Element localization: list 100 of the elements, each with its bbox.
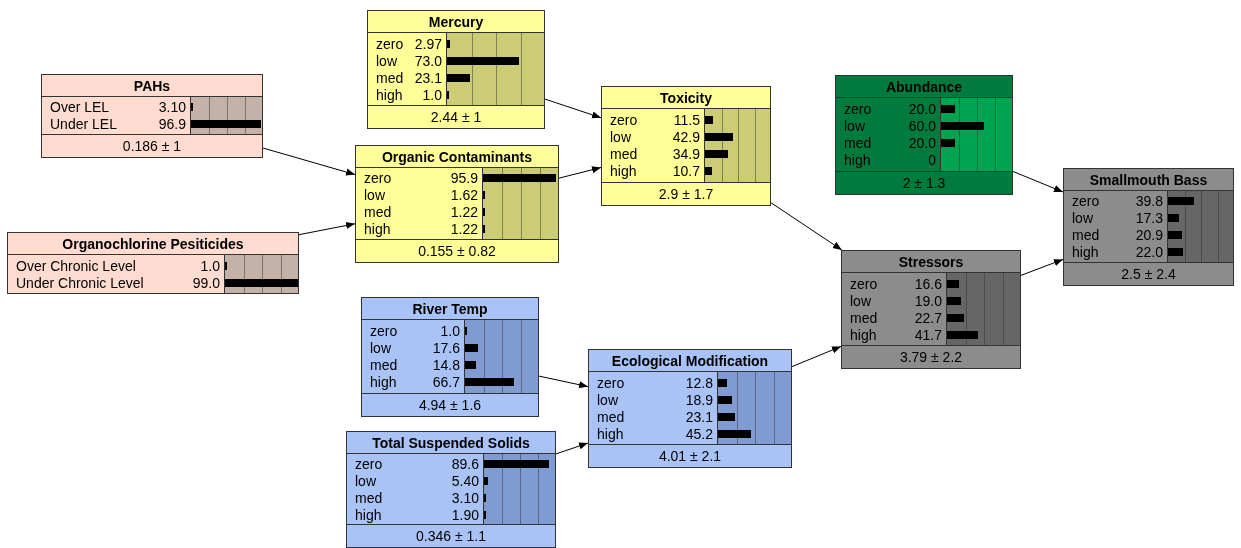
mean-value: 0.186 ± 1 xyxy=(122,139,182,153)
mean-value: 4.94 ± 1.6 xyxy=(418,398,482,412)
arrow xyxy=(262,147,356,176)
node-title: Organochlorine Pesiticides xyxy=(62,236,244,251)
state-label: Over LEL xyxy=(50,100,110,114)
probability-value: 19.0 xyxy=(914,293,942,308)
probability-value: 0 xyxy=(928,153,936,167)
state-label: low xyxy=(1072,211,1093,225)
probability-value: 1.0 xyxy=(200,258,220,273)
state-label: Under Chronic Level xyxy=(16,275,144,290)
probability-value: 10.7 xyxy=(672,164,700,178)
state-label: zero xyxy=(1072,194,1100,208)
probability-value: 1.22 xyxy=(450,222,478,236)
node-title: Smallmouth Bass xyxy=(1089,172,1208,187)
node-title: Total Suspended Solids xyxy=(372,435,530,450)
probability-value: 1.0 xyxy=(422,87,442,102)
state-label: Over Chronic Level xyxy=(16,258,136,273)
probability-value: 99.0 xyxy=(192,275,220,290)
probability-value: 22.7 xyxy=(914,310,942,325)
state-label: zero xyxy=(610,113,638,127)
node-box xyxy=(1063,168,1234,286)
state-label: zero xyxy=(597,375,625,390)
probability-value: 41.7 xyxy=(914,327,942,342)
probability-value: 1.0 xyxy=(440,324,460,338)
arrow xyxy=(791,345,842,368)
state-label: high xyxy=(376,87,403,102)
probability-value: 16.6 xyxy=(914,276,942,291)
probability-value: 23.1 xyxy=(414,70,442,85)
state-label: high xyxy=(370,375,397,389)
state-label: high xyxy=(610,164,637,178)
state-label: med xyxy=(370,358,398,372)
arrow xyxy=(298,222,356,236)
state-label: low xyxy=(597,392,618,407)
node-title: PAHs xyxy=(133,78,171,93)
probability-value: 3.10 xyxy=(158,100,186,114)
node-box xyxy=(355,145,559,263)
node-box xyxy=(588,349,792,468)
state-label: Under LEL xyxy=(50,117,117,131)
state-label: med xyxy=(1072,228,1100,242)
mean-value: 0.155 ± 0.82 xyxy=(418,244,496,258)
probability-value: 20.0 xyxy=(908,136,936,150)
state-label: zero xyxy=(370,324,398,338)
probability-value: 1.22 xyxy=(450,205,478,219)
mean-value: 4.01 ± 2.1 xyxy=(658,449,722,463)
probability-value: 22.0 xyxy=(1135,245,1163,259)
mean-value: 3.79 ± 2.2 xyxy=(899,350,963,364)
probability-value: 96.9 xyxy=(158,117,186,131)
node-title: Ecological Modification xyxy=(611,353,769,368)
arrow xyxy=(770,202,843,251)
state-label: low xyxy=(370,341,391,355)
probability-value: 3.10 xyxy=(451,490,479,505)
probability-value: 20.9 xyxy=(1135,228,1163,242)
state-label: high xyxy=(850,327,877,342)
state-label: med xyxy=(376,70,404,85)
probability-value: 17.6 xyxy=(432,341,460,355)
probability-value: 1.90 xyxy=(451,507,479,522)
probability-value: 34.9 xyxy=(672,147,700,161)
state-label: low xyxy=(376,53,397,68)
state-label: zero xyxy=(844,102,872,116)
node-title: Organic Contaminants xyxy=(381,149,533,164)
node-box xyxy=(841,250,1021,369)
probability-value: 23.1 xyxy=(685,409,713,424)
state-label: high xyxy=(597,426,624,441)
node-title: Stressors xyxy=(898,254,964,269)
mean-value: 2.5 ± 2.4 xyxy=(1121,267,1176,281)
probability-value: 45.2 xyxy=(685,426,713,441)
probability-value: 73.0 xyxy=(414,53,442,68)
state-label: low xyxy=(844,119,865,133)
probability-value: 14.8 xyxy=(432,358,460,372)
probability-value: 18.9 xyxy=(685,392,713,407)
mean-value: 2.9 ± 1.7 xyxy=(658,187,714,201)
arrow xyxy=(538,375,589,389)
state-label: low xyxy=(355,473,376,488)
node-title: Mercury xyxy=(428,14,484,29)
arrow xyxy=(558,166,602,179)
probability-value: 89.6 xyxy=(451,456,479,471)
probability-value: 66.7 xyxy=(432,375,460,389)
node-title: River Temp xyxy=(412,301,488,316)
probability-value: 17.3 xyxy=(1135,211,1163,225)
node-box xyxy=(367,10,545,129)
arrow xyxy=(544,98,602,119)
mean-value: 2 ± 1.3 xyxy=(902,176,946,190)
state-label: low xyxy=(364,188,385,202)
node-title: Abundance xyxy=(885,79,963,94)
probability-value: 42.9 xyxy=(672,130,700,144)
probability-value: 95.9 xyxy=(450,171,478,185)
state-label: zero xyxy=(355,456,383,471)
probability-value: 12.8 xyxy=(685,375,713,390)
mean-value: 0.346 ± 1.1 xyxy=(416,529,486,543)
node-box xyxy=(601,86,771,206)
state-label: high xyxy=(364,222,391,236)
arrow xyxy=(1012,170,1064,193)
state-label: med xyxy=(610,147,638,161)
node-box xyxy=(346,431,556,548)
state-label: high xyxy=(1072,245,1099,259)
probability-value: 5.40 xyxy=(451,473,479,488)
arrow xyxy=(555,442,589,455)
probability-value: 1.62 xyxy=(450,188,478,202)
probability-value: 60.0 xyxy=(908,119,936,133)
node-box xyxy=(361,297,539,417)
